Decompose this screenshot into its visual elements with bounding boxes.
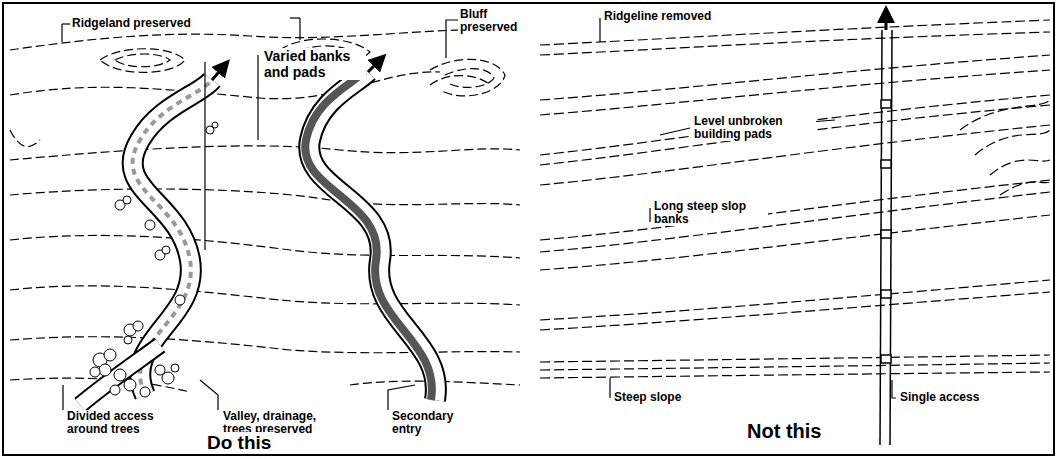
callout-label: Varied banks and pads <box>262 48 366 80</box>
panel-caption: Not this <box>745 420 823 442</box>
contour-lines-graded <box>540 20 1050 378</box>
callout-label: Ridgeline removed <box>602 10 713 23</box>
callout-label: Single access <box>898 391 981 404</box>
frame <box>3 3 1054 455</box>
contour-lines <box>10 28 520 392</box>
callout-label: Ridgeland preserved <box>70 17 193 30</box>
callout-label: Divided access around trees <box>65 410 184 436</box>
callout-label: Bluff preserved <box>458 8 524 34</box>
leader-lines <box>600 18 896 398</box>
trees <box>90 122 218 397</box>
callout-label: Long steep slop banks <box>652 200 768 226</box>
callout-label: Steep slope <box>612 391 683 404</box>
callout-label: Level unbroken building pads <box>692 115 816 141</box>
callout-label: Secondary entry <box>390 410 474 436</box>
panel-caption: Do this <box>205 432 273 453</box>
straight-road <box>880 14 892 445</box>
leader-lines <box>62 18 458 410</box>
